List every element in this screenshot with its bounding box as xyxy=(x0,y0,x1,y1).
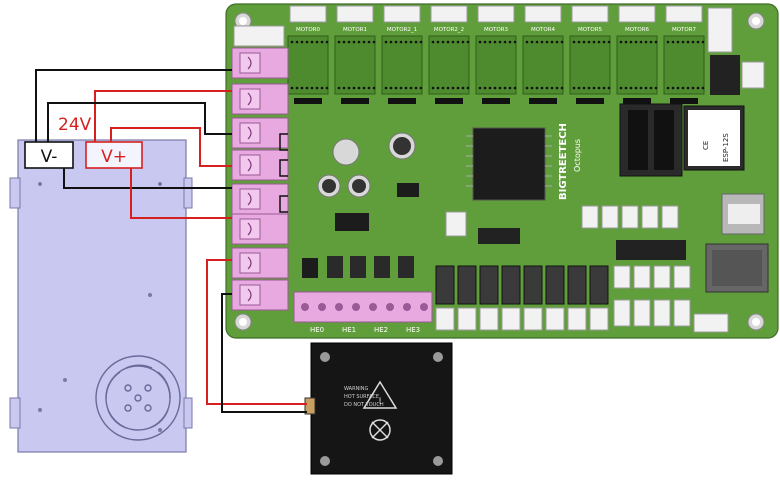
endstop-connector xyxy=(523,307,543,331)
driver-socket xyxy=(428,35,470,95)
motor-label-row: MOTOR0 MOTOR1 MOTOR2_1 MOTOR2_2 MOTOR3 MOTOR4… xyxy=(296,27,697,33)
endstop-connector xyxy=(545,307,565,331)
wires xyxy=(35,69,307,413)
wifi-module-label: ESP-12S xyxy=(722,133,730,162)
motor-label: MOTOR2_1 xyxy=(387,27,417,33)
motor-label: MOTOR1 xyxy=(343,27,367,33)
heater-label-he3: HE3 xyxy=(406,326,420,334)
ce-mark: CE xyxy=(702,141,710,150)
fan-symbol-icon xyxy=(369,419,391,441)
motor-connector xyxy=(383,5,421,23)
motor-connector xyxy=(336,5,374,23)
motor-driver-row xyxy=(287,5,705,104)
heater-label-he1: HE1 xyxy=(342,326,356,334)
motor-connector xyxy=(665,5,703,23)
wire-negative-3 xyxy=(63,168,232,189)
motor-label: MOTOR6 xyxy=(625,27,650,33)
motor-label: MOTOR4 xyxy=(531,27,556,33)
endstop-connector xyxy=(435,307,455,331)
endstop-connector xyxy=(567,307,587,331)
psu-fan-icon xyxy=(95,355,181,441)
driver-socket xyxy=(663,35,705,95)
heatbed: ! WARNING HOT SURFACE DO NOT TOUCH xyxy=(304,342,453,475)
motor-label: MOTOR2_2 xyxy=(434,27,464,33)
endstop-connector xyxy=(501,307,521,331)
driver-socket xyxy=(522,35,564,95)
motor-connector xyxy=(571,5,609,23)
motor-label: MOTOR7 xyxy=(672,27,697,33)
heater-label-he0: HE0 xyxy=(310,326,324,334)
motor-connector xyxy=(477,5,515,23)
main-board: BIGTREETECH Octopus HE0 HE1 HE2 HE3 xyxy=(225,3,779,339)
endstop-connector xyxy=(457,307,477,331)
motor-label: MOTOR3 xyxy=(484,27,509,33)
driver-socket xyxy=(334,35,376,95)
motor-label: MOTOR0 xyxy=(296,27,321,33)
driver-socket xyxy=(381,35,423,95)
heatbed-text-line-1: WARNING xyxy=(344,386,369,392)
heatbed-connector xyxy=(304,397,316,415)
heatbed-text-line-3: DO NOT TOUCH xyxy=(344,402,384,408)
voltage-label: 24V xyxy=(58,115,92,135)
board-brand: BIGTREETECH xyxy=(558,123,569,200)
wire-negative-1 xyxy=(35,69,232,142)
motor-connector xyxy=(430,5,468,23)
motor-connector xyxy=(524,5,562,23)
driver-socket xyxy=(616,35,658,95)
wire-positive-2 xyxy=(110,127,232,167)
svg-text:!: ! xyxy=(378,397,382,407)
endstop-connector-row xyxy=(435,205,691,331)
wire-positive-1 xyxy=(94,90,232,142)
mcu-chip xyxy=(472,127,546,201)
psu-positive-label: V+ xyxy=(101,147,127,167)
power-supply: V- V+ xyxy=(9,139,193,453)
motor-label: MOTOR5 xyxy=(578,27,603,33)
psu-negative-label: V- xyxy=(41,147,58,167)
heatbed-text-line-2: HOT SURFACE xyxy=(344,394,379,400)
motor-connector xyxy=(618,5,656,23)
board-power-terminal-block xyxy=(231,25,289,311)
wire-negative-2 xyxy=(47,102,232,142)
hot-surface-warning-icon xyxy=(362,380,398,409)
wire-heatbed-negative xyxy=(221,293,307,413)
wire-positive-3 xyxy=(130,168,232,219)
endstop-connector xyxy=(479,307,499,331)
heater-label-he2: HE2 xyxy=(374,326,388,334)
motor-connector xyxy=(289,5,327,23)
board-model: Octopus xyxy=(573,139,582,172)
psu-positive-terminal xyxy=(85,141,143,169)
driver-socket xyxy=(287,35,329,95)
wire-heatbed-positive xyxy=(206,259,307,405)
driver-socket xyxy=(569,35,611,95)
heater-terminal-block xyxy=(293,291,433,323)
driver-socket xyxy=(475,35,517,95)
endstop-connector xyxy=(589,307,609,331)
